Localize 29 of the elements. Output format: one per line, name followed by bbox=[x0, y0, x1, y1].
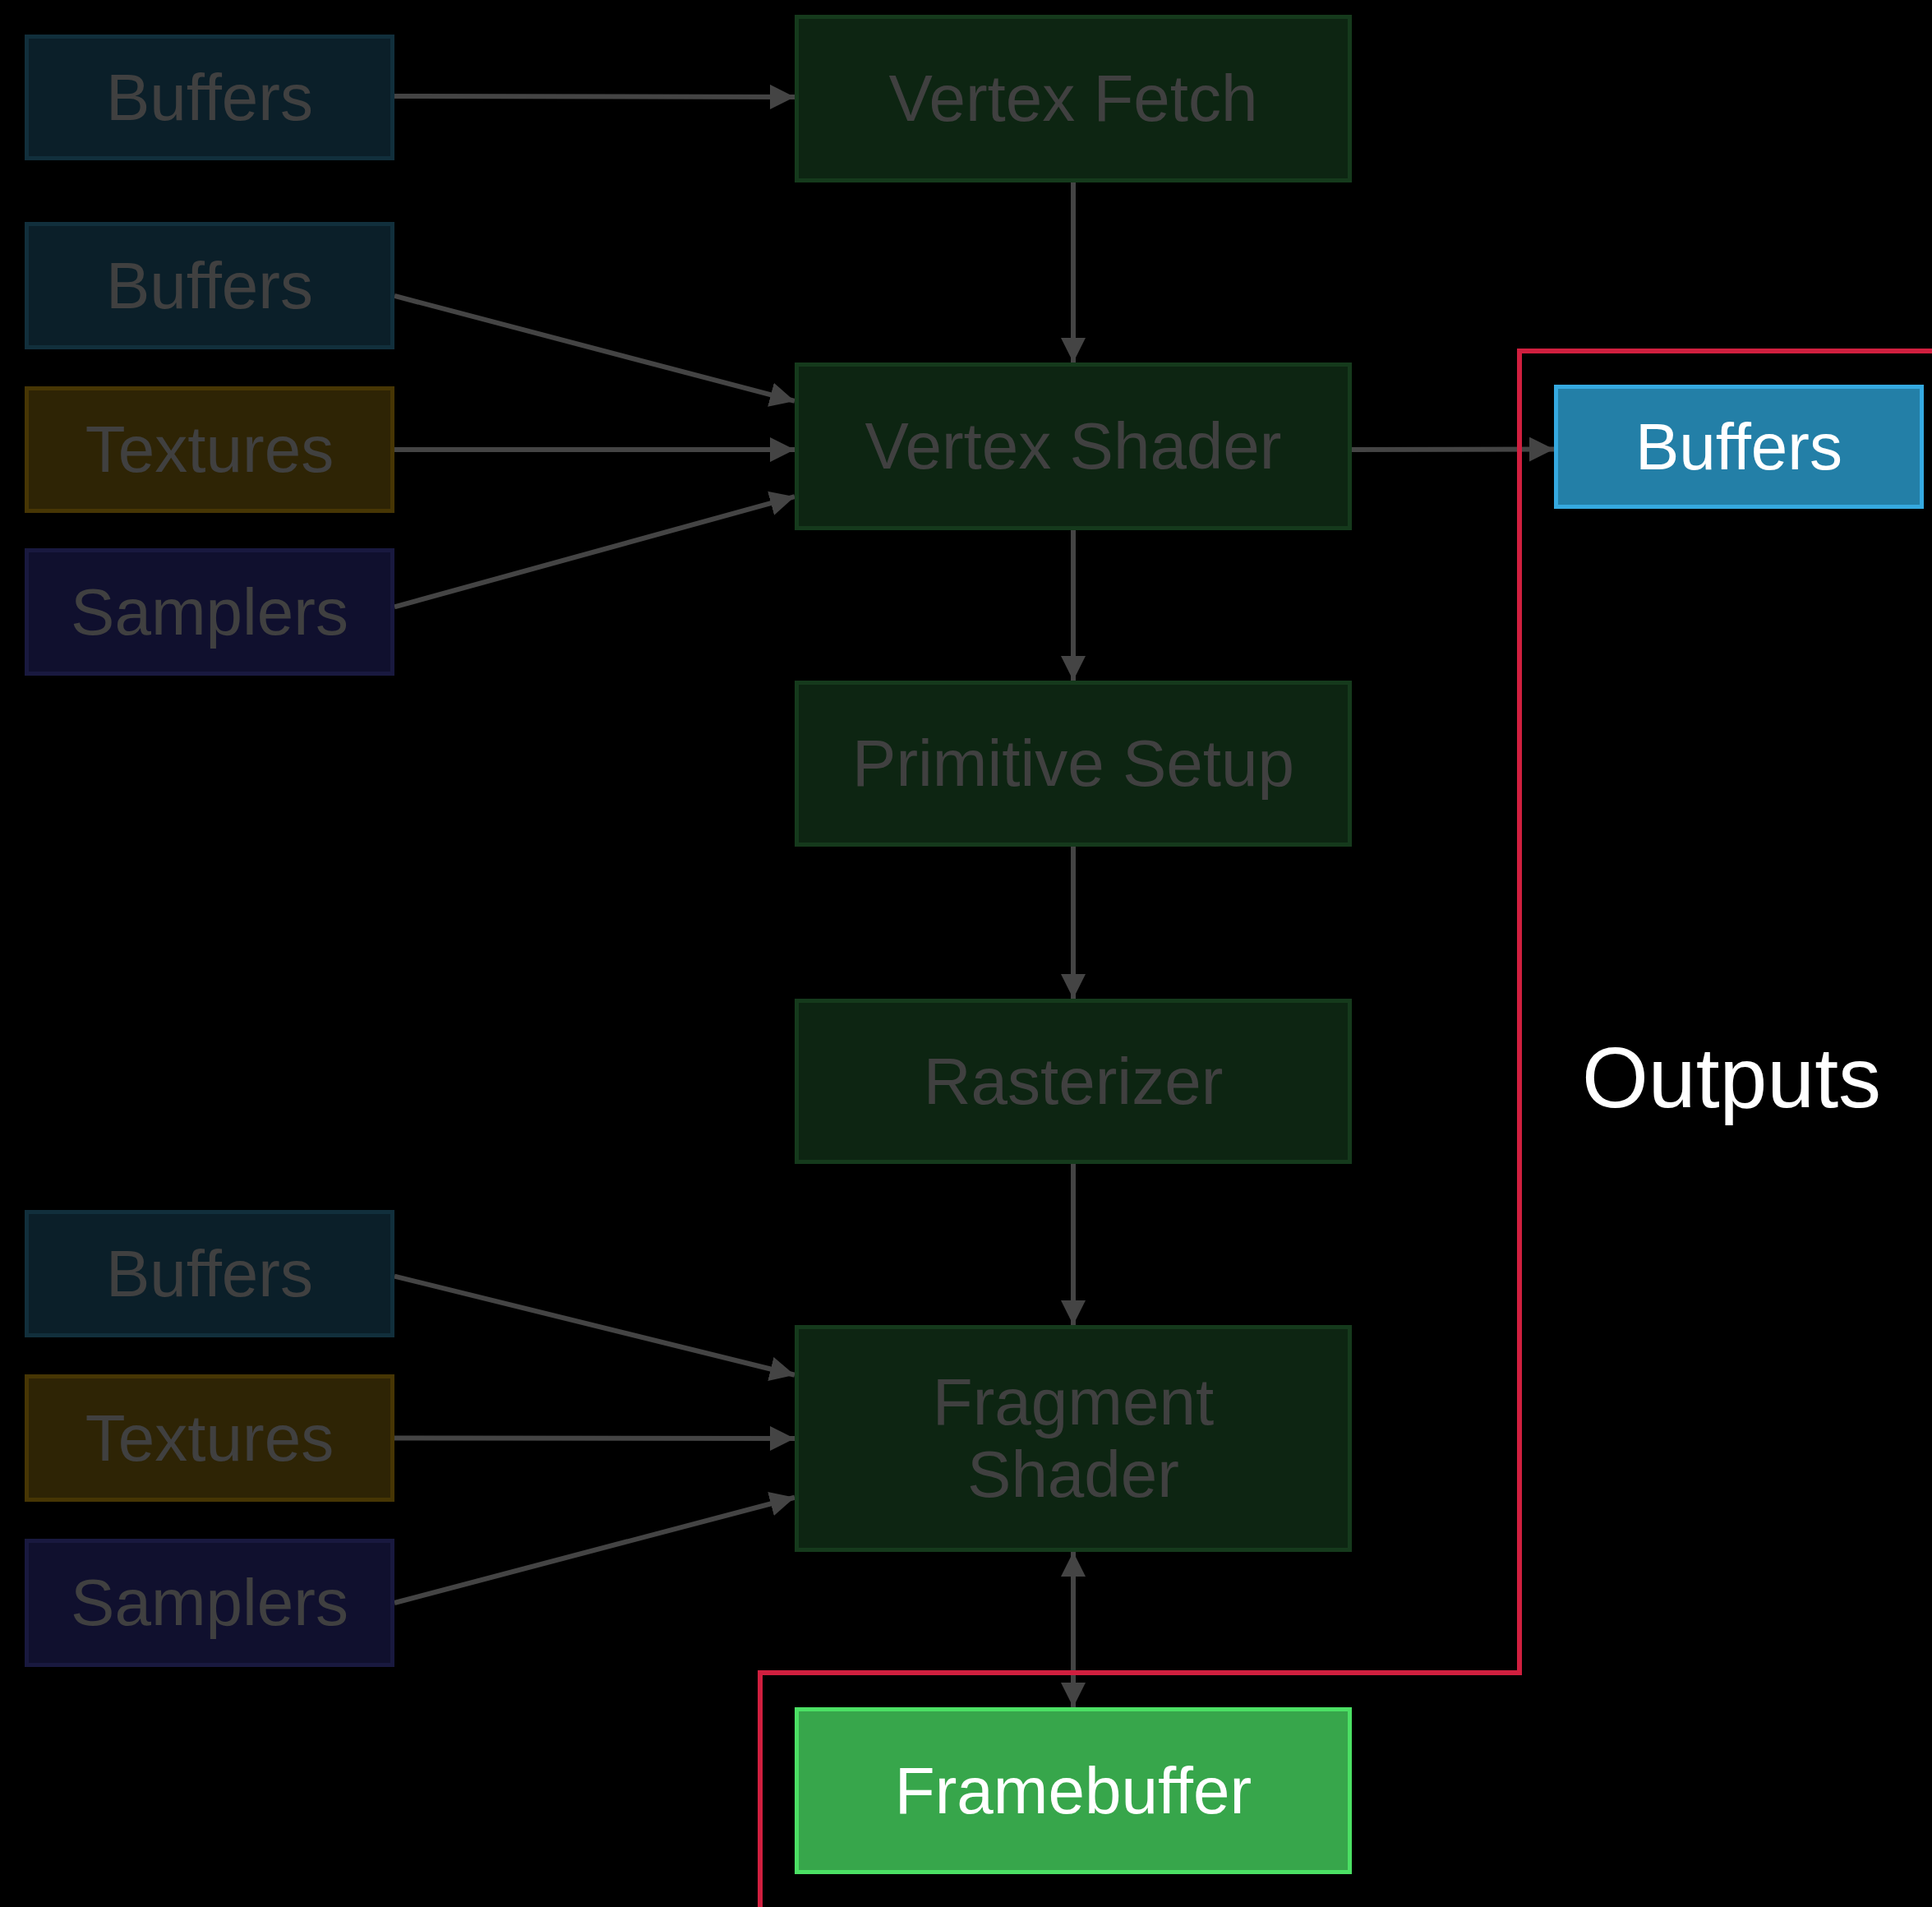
resource-box bbox=[25, 222, 394, 349]
node-label: Textures bbox=[84, 1401, 335, 1475]
node-label: Buffers bbox=[1635, 410, 1843, 483]
arrow bbox=[1352, 436, 1554, 462]
arrow bbox=[394, 437, 795, 463]
resource-box bbox=[795, 1707, 1352, 1874]
arrow bbox=[394, 84, 795, 109]
resource-box bbox=[25, 548, 394, 676]
arrow bbox=[1061, 1164, 1086, 1325]
region-label: Outputs bbox=[1580, 1031, 1883, 1125]
node-label: Framebuffer bbox=[893, 1754, 1253, 1827]
node-label: Textures bbox=[84, 413, 335, 486]
arrow bbox=[394, 1491, 795, 1605]
stage-box bbox=[795, 15, 1352, 182]
resource-box bbox=[25, 1539, 394, 1667]
arrow bbox=[1061, 847, 1086, 999]
arrow bbox=[394, 1425, 795, 1451]
resource-box bbox=[1554, 385, 1924, 509]
arrow bbox=[1061, 182, 1086, 362]
arrow bbox=[394, 293, 795, 407]
resource-box bbox=[25, 35, 394, 160]
arrow bbox=[394, 1273, 795, 1382]
resource-box bbox=[25, 1374, 394, 1502]
resource-box bbox=[25, 386, 394, 513]
output-region bbox=[758, 349, 1932, 1907]
resource-box bbox=[25, 1210, 394, 1337]
arrow bbox=[1061, 1552, 1086, 1707]
arrow bbox=[1061, 530, 1086, 681]
arrow bbox=[394, 491, 795, 610]
